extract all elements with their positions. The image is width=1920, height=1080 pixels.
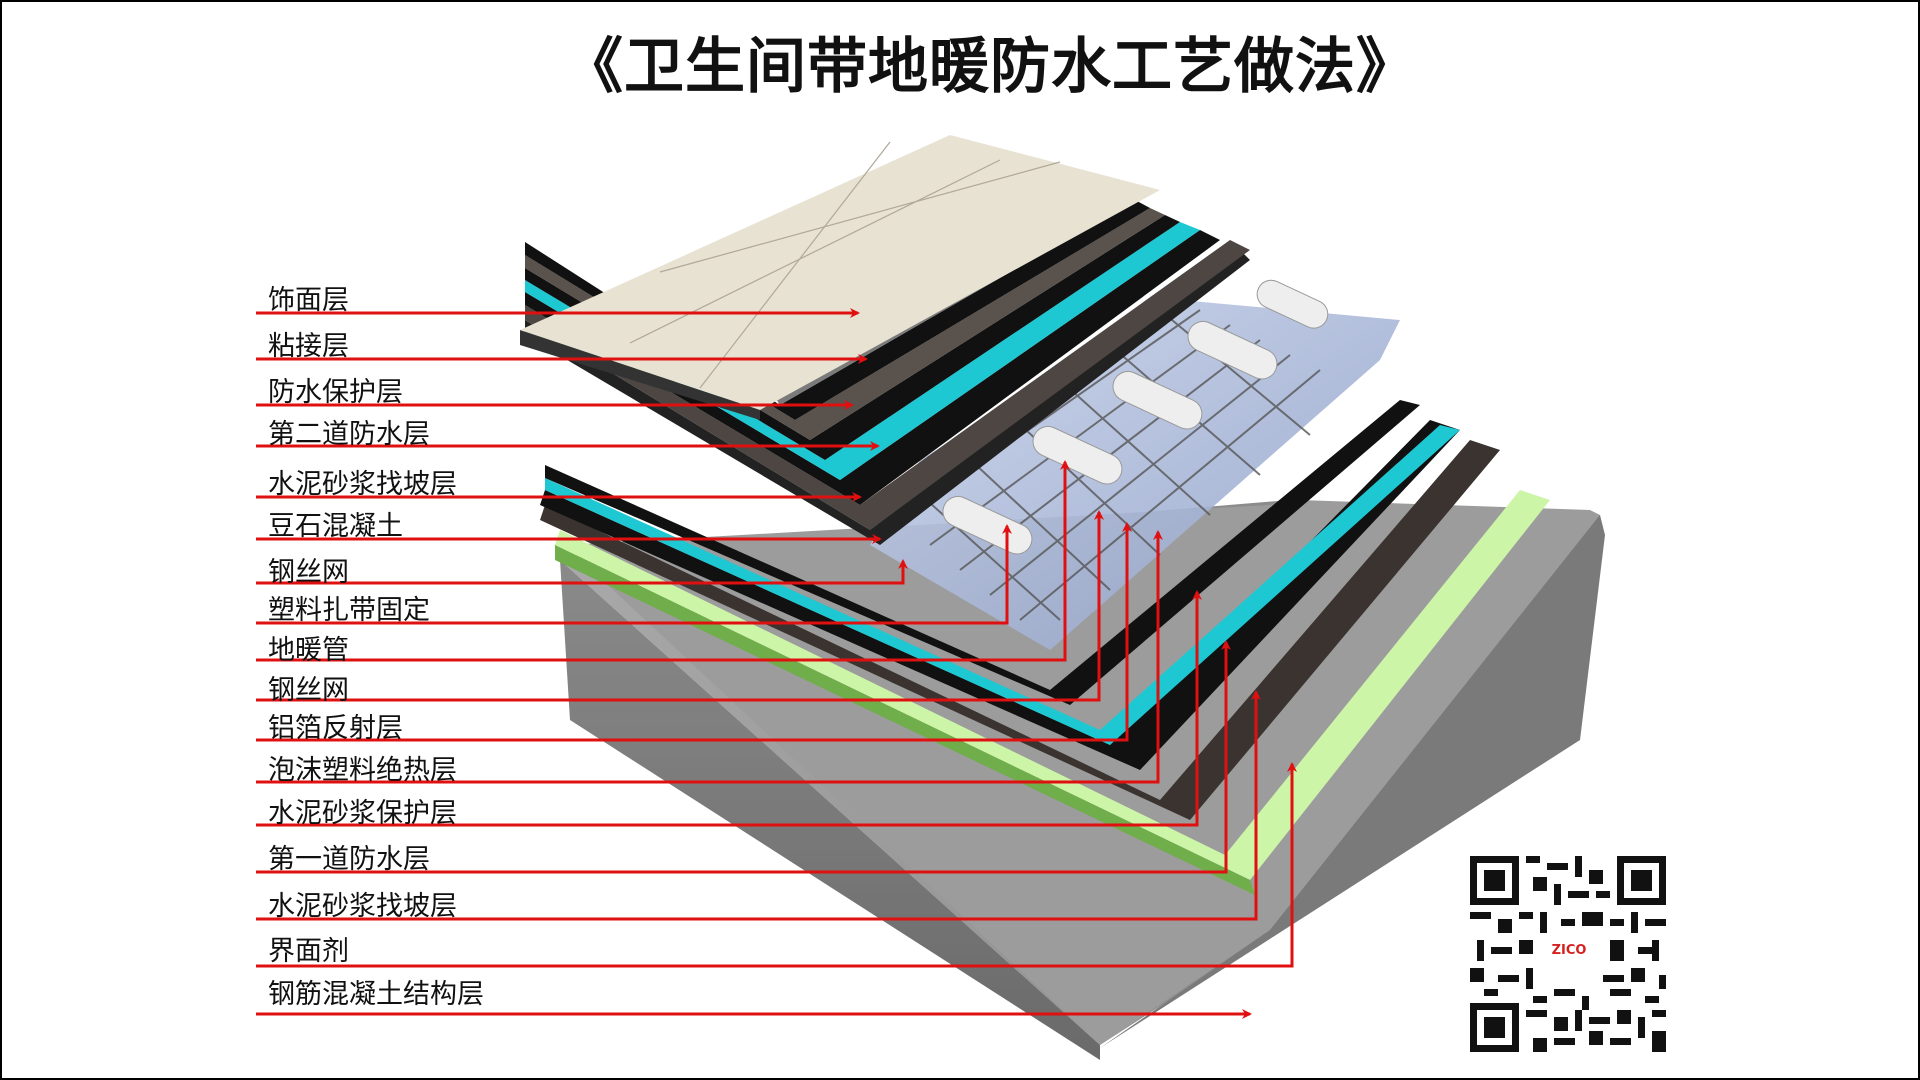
label-cement-mortar-slope-layer-lower: 水泥砂浆找坡层 [268, 891, 457, 922]
qr-code: ZICO [1470, 856, 1666, 1052]
label-plastic-tie-fixing: 塑料扎带固定 [268, 595, 430, 626]
label-heating-pipe: 地暖管 [268, 635, 349, 666]
leader-arrows [256, 308, 1297, 1019]
label-steel-mesh-lower: 钢丝网 [268, 675, 349, 706]
label-waterproof-protection-layer: 防水保护层 [268, 377, 403, 408]
label-aluminum-foil-reflective-layer: 铝箔反射层 [268, 713, 403, 744]
label-cement-mortar-protection-layer: 水泥砂浆保护层 [268, 798, 457, 829]
diagram-title: 《卫生间带地暖防水工艺做法》 [563, 32, 1417, 102]
label-bonding-layer: 粘接层 [268, 331, 349, 362]
label-first-waterproof-layer: 第一道防水层 [268, 844, 430, 875]
label-reinforced-concrete-structure-layer: 钢筋混凝土结构层 [268, 979, 484, 1010]
interface-agent-green-layer [555, 490, 1550, 895]
label-second-waterproof-layer: 第二道防水层 [268, 419, 430, 450]
label-interface-agent: 界面剂 [268, 936, 349, 967]
qr-logo: ZICO [1546, 932, 1592, 968]
label-finish-layer: 饰面层 [268, 285, 349, 316]
label-pea-gravel-concrete: 豆石混凝土 [268, 511, 403, 542]
tile-surface [520, 135, 1160, 410]
label-foam-insulation-layer: 泡沫塑料绝热层 [268, 755, 457, 786]
label-steel-mesh-upper: 钢丝网 [268, 557, 349, 588]
label-cement-mortar-slope-layer-upper: 水泥砂浆找坡层 [268, 469, 457, 500]
upper-finish-step [520, 135, 1250, 545]
heating-pipes [942, 279, 1329, 555]
